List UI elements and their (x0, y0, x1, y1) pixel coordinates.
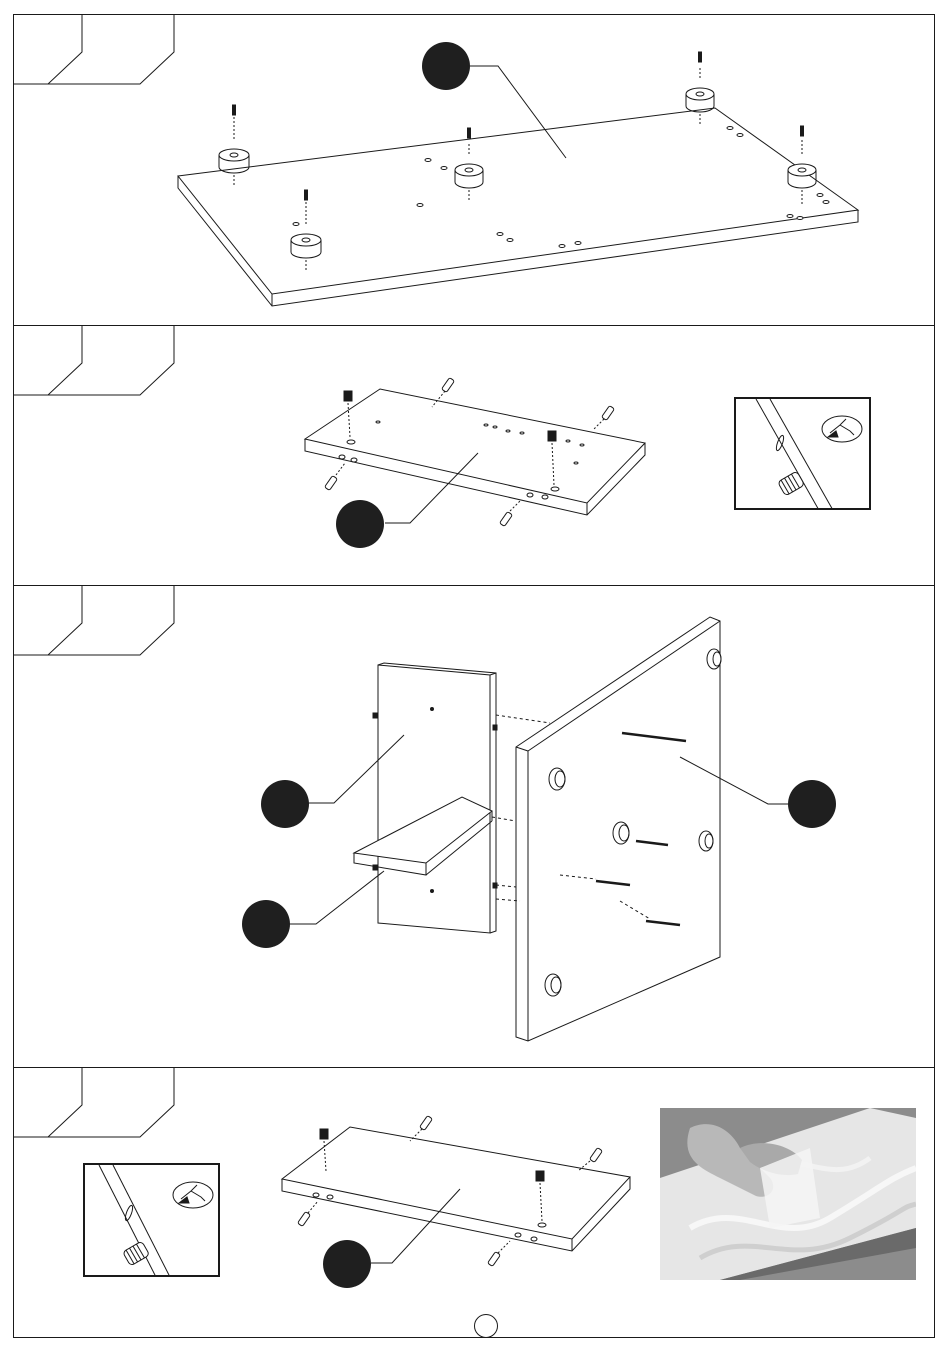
step-number-tab (14, 325, 174, 395)
part-badge (422, 42, 470, 90)
dowel-insert-detail (734, 397, 871, 510)
bottom-panel (178, 108, 858, 306)
hammer-icon (173, 1182, 213, 1208)
dowel-insert-detail (83, 1163, 220, 1277)
hammer-icon (822, 416, 862, 442)
protective-film-peel-photo (660, 1108, 916, 1280)
side-panel (373, 663, 497, 933)
page-number (474, 1314, 498, 1338)
part-badge (242, 900, 290, 948)
shelf-panel (282, 1127, 630, 1251)
step-number-tab (14, 585, 174, 655)
step-1-illustration (0, 0, 950, 325)
back-panel (516, 617, 721, 1041)
part-badge (336, 500, 384, 548)
part-badge (261, 780, 309, 828)
part-badge (788, 780, 836, 828)
shelf-panel (305, 389, 645, 515)
step-number-tab (14, 14, 174, 84)
part-badge (323, 1240, 371, 1288)
step-number-tab (14, 1067, 174, 1137)
